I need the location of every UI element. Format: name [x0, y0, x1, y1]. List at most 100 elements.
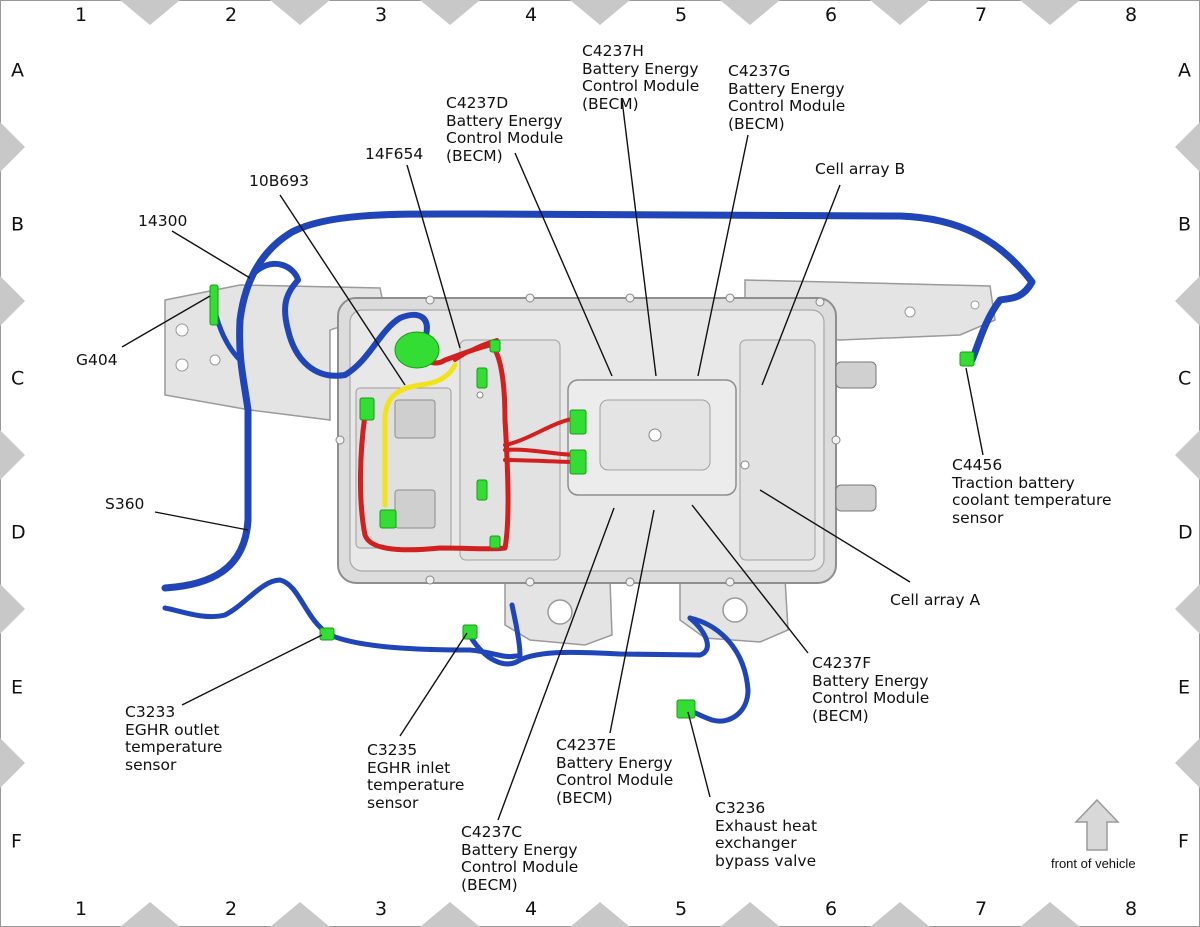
- callout-line: Battery Energy: [446, 111, 563, 130]
- callout-line: C4237D: [446, 94, 509, 112]
- callout-line: Battery Energy: [812, 671, 929, 690]
- connectors: [209, 284, 975, 719]
- callout-line: S360: [105, 495, 145, 513]
- callout-line: sensor: [367, 793, 419, 812]
- callout-line: (BECM): [461, 875, 518, 894]
- front-arrow-icon: [1074, 798, 1120, 851]
- grid-col-top-5: 5: [674, 4, 688, 26]
- grid-col-bottom-7: 7: [974, 898, 988, 920]
- callout-c3236: C3236 Exhaust heat exchanger bypass valv…: [715, 799, 818, 870]
- callout-line: 14300: [138, 212, 188, 230]
- callout-line: C4456: [952, 456, 1003, 474]
- callout-line: Control Module: [728, 97, 846, 115]
- blue-harness: [161, 210, 1036, 724]
- callout-line: sensor: [952, 508, 1004, 527]
- callout-line: exchanger: [715, 834, 797, 852]
- bottom-brackets: [504, 577, 789, 646]
- grid-row-right-d: D: [1178, 521, 1193, 544]
- callout-g404: G404: [76, 351, 118, 370]
- grid-row-left-a: A: [11, 59, 24, 82]
- callout-line: EGHR inlet: [367, 758, 451, 777]
- grid-row-right-b: B: [1178, 213, 1192, 236]
- callout-line: Control Module: [812, 689, 930, 707]
- callout-14f654: 14F654: [365, 145, 424, 164]
- callout-cell-array-b: Cell array B: [815, 160, 906, 179]
- callout-line: Battery Energy: [582, 59, 699, 78]
- callout-c4237g: C4237G Battery Energy Control Module (BE…: [728, 62, 846, 133]
- callout-c4237c: C4237C Battery Energy Control Module (BE…: [461, 823, 579, 894]
- callout-line: C4237E: [556, 736, 617, 754]
- callout-cell-array-a: Cell array A: [890, 591, 981, 610]
- callout-line: (BECM): [556, 788, 613, 807]
- grid-col-bottom-5: 5: [674, 898, 688, 920]
- callout-line: Cell array A: [890, 591, 981, 609]
- grid-row-right-e: E: [1178, 676, 1191, 699]
- grid-row-left-d: D: [11, 521, 26, 544]
- callout-line: (BECM): [582, 94, 639, 113]
- callout-10b693: 10B693: [249, 172, 309, 191]
- grid-col-top-6: 6: [824, 4, 838, 26]
- leader-lines: [121, 99, 984, 821]
- callout-c4237h: C4237H Battery Energy Control Module (BE…: [582, 42, 700, 113]
- grid-row-left-c: C: [11, 367, 25, 390]
- callout-line: bypass valve: [715, 851, 817, 870]
- grid-row-right-c: C: [1178, 367, 1192, 390]
- callout-line: Control Module: [446, 129, 564, 147]
- callout-line: 10B693: [249, 172, 309, 190]
- callout-c3235: C3235 EGHR inlet temperature sensor: [367, 741, 465, 812]
- front-of-vehicle-label: front of vehicle: [1051, 856, 1136, 871]
- callout-c4237d: C4237D Battery Energy Control Module (BE…: [446, 94, 564, 165]
- callout-line: C3235: [367, 741, 418, 759]
- callout-line: EGHR outlet: [125, 720, 220, 739]
- grid-col-top-7: 7: [974, 4, 988, 26]
- callout-line: Control Module: [461, 858, 579, 876]
- grid-row-left-e: E: [11, 676, 24, 699]
- callout-line: temperature: [367, 776, 465, 794]
- callout-line: temperature: [125, 738, 223, 756]
- callout-line: C4237H: [582, 42, 644, 60]
- grid-col-top-3: 3: [374, 4, 388, 26]
- callout-line: Control Module: [556, 771, 674, 789]
- callout-line: C4237F: [812, 654, 872, 672]
- callout-c4456: C4456 Traction battery coolant temperatu…: [952, 456, 1112, 527]
- callout-line: Control Module: [582, 77, 700, 95]
- grid-col-bottom-1: 1: [74, 898, 88, 920]
- battery-housing: [335, 293, 877, 587]
- callout-c4237f: C4237F Battery Energy Control Module (BE…: [812, 654, 930, 725]
- callout-line: 14F654: [365, 145, 424, 163]
- grid-col-top-2: 2: [224, 4, 238, 26]
- callout-line: Cell array B: [815, 160, 906, 178]
- left-bracket: [164, 284, 386, 421]
- callout-s360: S360: [105, 495, 145, 514]
- callout-line: Battery Energy: [556, 753, 673, 772]
- callout-line: Battery Energy: [461, 840, 578, 859]
- callout-line: Traction battery: [952, 473, 1075, 492]
- callout-line: C3233: [125, 703, 176, 721]
- callout-line: Exhaust heat: [715, 816, 818, 835]
- callout-line: G404: [76, 351, 118, 369]
- grid-col-bottom-8: 8: [1124, 898, 1138, 920]
- grid-col-bottom-4: 4: [524, 898, 538, 920]
- grid-row-right-f: F: [1178, 830, 1189, 853]
- grid-col-bottom-3: 3: [374, 898, 388, 920]
- callout-line: Battery Energy: [728, 79, 845, 98]
- callout-c3233: C3233 EGHR outlet temperature sensor: [125, 703, 223, 774]
- callout-14300: 14300: [138, 212, 188, 231]
- callout-c4237e: C4237E Battery Energy Control Module (BE…: [556, 736, 674, 807]
- callout-line: (BECM): [812, 706, 869, 725]
- callout-line: C3236: [715, 799, 766, 817]
- grid-col-bottom-2: 2: [224, 898, 238, 920]
- callout-line: (BECM): [446, 146, 503, 165]
- grid-col-top-4: 4: [524, 4, 538, 26]
- grid-col-top-1: 1: [74, 4, 88, 26]
- callout-line: C4237G: [728, 62, 791, 80]
- grid-row-left-f: F: [11, 830, 22, 853]
- callout-line: C4237C: [461, 823, 523, 841]
- grid-col-bottom-6: 6: [824, 898, 838, 920]
- callout-line: sensor: [125, 755, 177, 774]
- grid-col-top-8: 8: [1124, 4, 1138, 26]
- grid-row-left-b: B: [11, 213, 25, 236]
- grid-row-right-a: A: [1178, 59, 1191, 82]
